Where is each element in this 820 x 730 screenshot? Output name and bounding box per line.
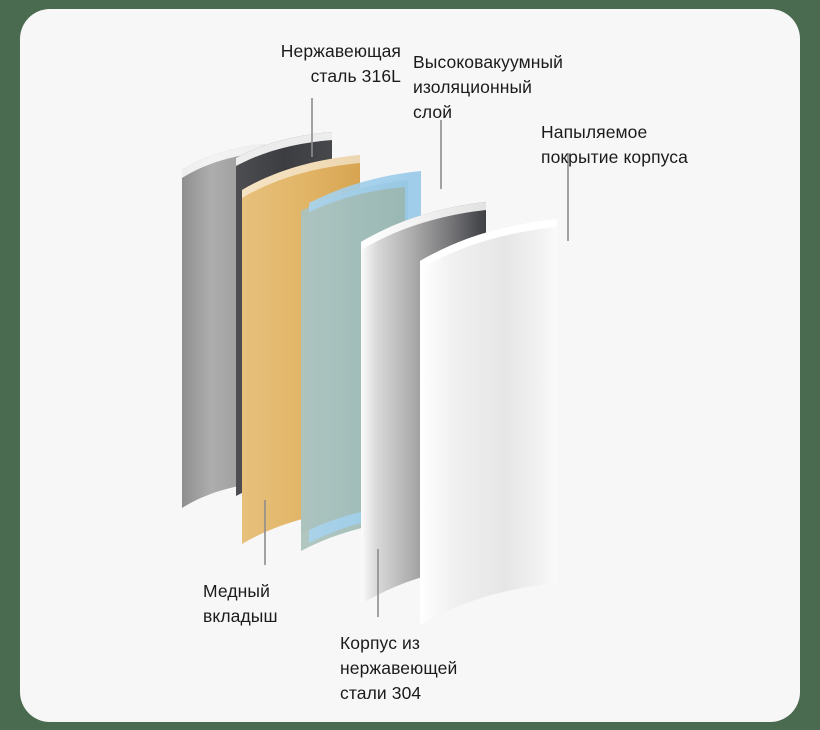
- layer-copper-liner: [242, 155, 360, 544]
- layer-steel-body-304: [361, 202, 486, 604]
- layer-vacuum-insulation: [309, 171, 421, 543]
- illustration-card: Нержавеющая сталь 316L Высоковакуумный и…: [20, 9, 800, 722]
- label-sprayed-coating: Напыляемое покрытие корпуса: [541, 122, 688, 167]
- layer-sage-interlayer: [301, 180, 408, 551]
- leader-lines: [264, 98, 569, 617]
- layer-sage-interlayer-front: [301, 187, 405, 534]
- layer-sprayed-coating: [420, 219, 557, 625]
- layer-outer-steel-316l: [182, 144, 266, 508]
- layer-dark-steel-inner: [236, 132, 332, 496]
- label-vacuum-insulation: Высоковакуумный изоляционный слой: [413, 52, 564, 122]
- label-steel-body-304: Корпус из нержавеющей стали 304: [340, 633, 458, 703]
- exploded-layer-illustration: [182, 98, 569, 625]
- label-copper-liner: Медный вкладыш: [203, 581, 278, 626]
- label-steel-316l: Нержавеющая сталь 316L: [280, 41, 401, 86]
